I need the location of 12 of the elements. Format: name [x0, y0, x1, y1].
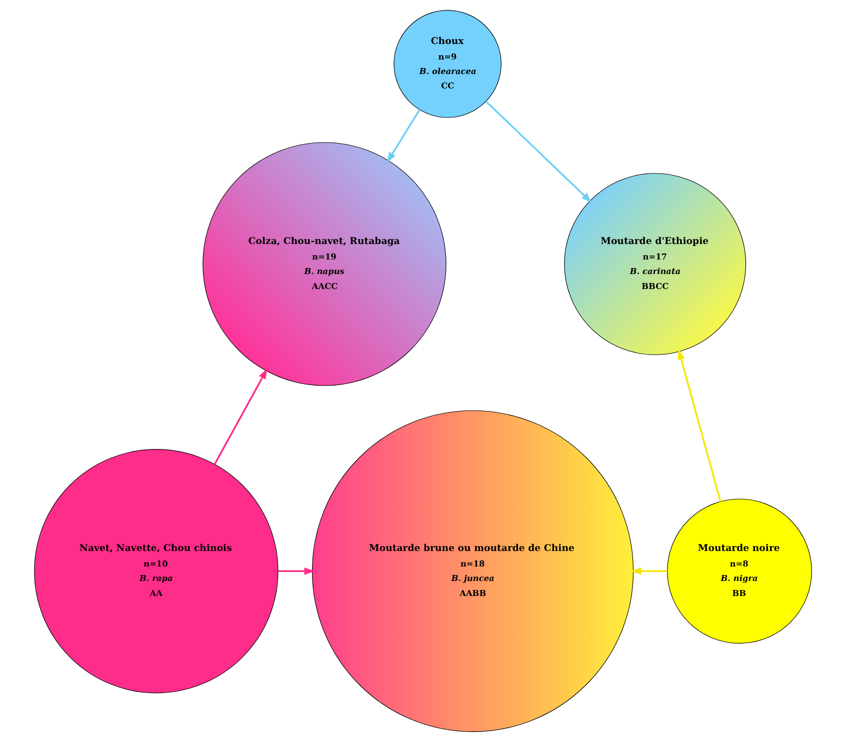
- arrow: [677, 349, 721, 502]
- arrow: [485, 100, 592, 203]
- arrow: [386, 109, 420, 163]
- node-circle: Navet, Navette, Chou chinois n=10 B. rapa AA: [34, 449, 278, 694]
- node-circle: Colza, Chou-navet, Rutabaga n=19 B. napus AACC: [202, 142, 446, 386]
- node-circle: Choux n=9 B. olearacea CC: [393, 10, 501, 118]
- node-circle: Moutarde brune ou moutarde de Chine n=18 B. juncea AABB: [311, 410, 634, 732]
- arrow: [214, 368, 267, 465]
- arrow: [630, 567, 667, 575]
- arrow: [278, 567, 314, 575]
- node-circle: Moutarde noire n=8 B. nigra BB: [666, 498, 812, 644]
- node-circle: Moutarde d'Ethiopie n=17 B. carinata BBCC: [564, 173, 746, 356]
